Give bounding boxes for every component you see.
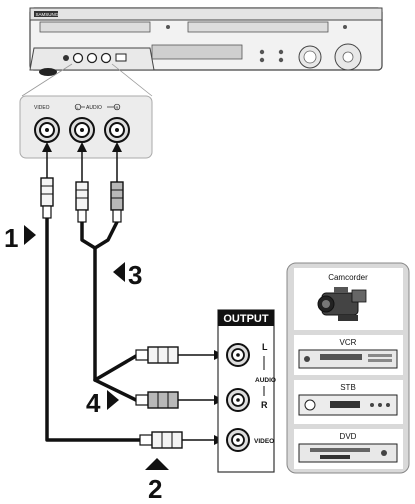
step-4-arrow (107, 390, 119, 410)
audio-left-plug-front (75, 142, 89, 223)
audio-right-plug-front (110, 142, 124, 223)
output-title-bar (218, 310, 274, 326)
video-plug-output (139, 431, 224, 449)
dvd-player-icon (298, 443, 398, 463)
output-jack-video (226, 428, 250, 452)
step-4: 4 (86, 388, 119, 418)
zoom-jack-video (34, 117, 60, 143)
front-audio-label: AUDIO (86, 105, 102, 111)
step-2-arrow (145, 458, 169, 470)
step-1-number: 1 (4, 223, 18, 253)
step-2: 2 (145, 458, 169, 504)
front-left-mark: L (77, 105, 80, 110)
source-devices-panel: Camcorder VCR STB (286, 262, 410, 474)
step-3: 3 (113, 260, 142, 290)
dvd-label: DVD (340, 432, 357, 441)
brand-badge (34, 11, 58, 17)
camcorder-icon (317, 287, 367, 321)
av-cables (45, 216, 152, 442)
step-1: 1 (4, 223, 36, 253)
front-jack-video (72, 52, 84, 64)
front-jack-left (86, 52, 98, 64)
front-display (151, 44, 243, 60)
front-right-mark: R (116, 105, 119, 110)
output-l-label: L (262, 342, 268, 352)
front-video-label: VIDEO (34, 105, 50, 111)
zoom-jack-right (104, 117, 130, 143)
output-r-label: R (261, 400, 268, 410)
step-1-arrow (24, 225, 36, 245)
recorder-unit: SAMSUNG (29, 7, 383, 76)
tape-slot (187, 21, 329, 33)
video-plug-front (40, 142, 54, 219)
vcr-icon (298, 349, 398, 369)
front-jack-closeup: VIDEO AUDIO L R (19, 95, 153, 159)
audio-left-plug-output (135, 346, 224, 364)
front-jack-right (100, 52, 112, 64)
output-panel: OUTPUT L AUDIO R VIDEO (217, 309, 276, 473)
eject-button-2 (343, 25, 347, 29)
power-button (39, 68, 57, 76)
eject-button (166, 25, 170, 29)
brand-label: SAMSUNG (36, 12, 59, 17)
step-3-number: 3 (128, 260, 142, 290)
step-4-number: 4 (86, 388, 101, 418)
stb-icon (298, 394, 398, 416)
vcr-label: VCR (340, 338, 357, 347)
stb-label: STB (340, 383, 356, 392)
audio-right-plug-output (135, 391, 224, 409)
output-video-label: VIDEO (254, 438, 274, 445)
camcorder-label: Camcorder (328, 273, 368, 282)
step-2-number: 2 (148, 474, 162, 504)
output-jack-right (226, 388, 250, 412)
output-jack-left (226, 343, 250, 367)
disc-tray (39, 21, 151, 33)
step-3-arrow (113, 262, 125, 282)
zoom-jack-left (69, 117, 95, 143)
output-audio-label: AUDIO (255, 377, 276, 384)
output-title: OUTPUT (223, 313, 269, 325)
